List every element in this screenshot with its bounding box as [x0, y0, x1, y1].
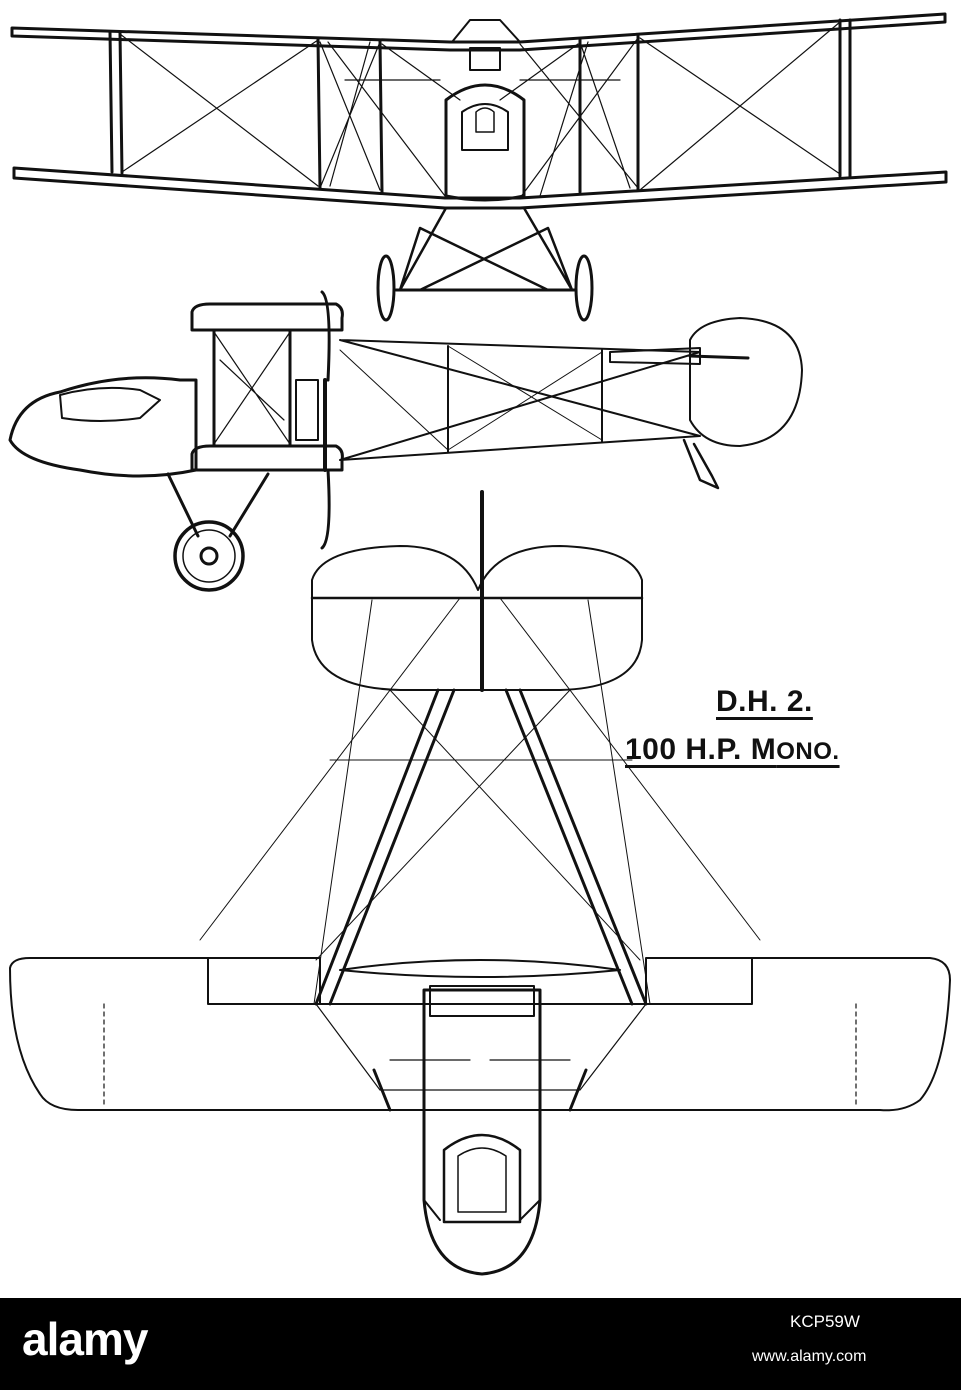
plan-view [9, 490, 951, 1276]
stock-photo-footer: alamy KCP59W www.alamy.com [0, 1298, 961, 1390]
engine-caption-smallcaps: ONO. [776, 738, 840, 765]
site-url-link[interactable]: www.alamy.com [752, 1348, 867, 1365]
front-view [10, 12, 948, 322]
side-view [8, 290, 803, 592]
alamy-logo[interactable]: alamy [22, 1313, 148, 1365]
aircraft-line-drawing [8, 12, 951, 1276]
three-view-drawing: D.H. 2. 100 H.P. MONO. [8, 12, 951, 1276]
engine-caption: 100 H.P. MONO. [625, 733, 840, 767]
image-id: KCP59W [790, 1312, 860, 1331]
aircraft-model-caption: D.H. 2. [716, 685, 813, 718]
engine-caption-main: 100 H.P. M [625, 733, 777, 766]
